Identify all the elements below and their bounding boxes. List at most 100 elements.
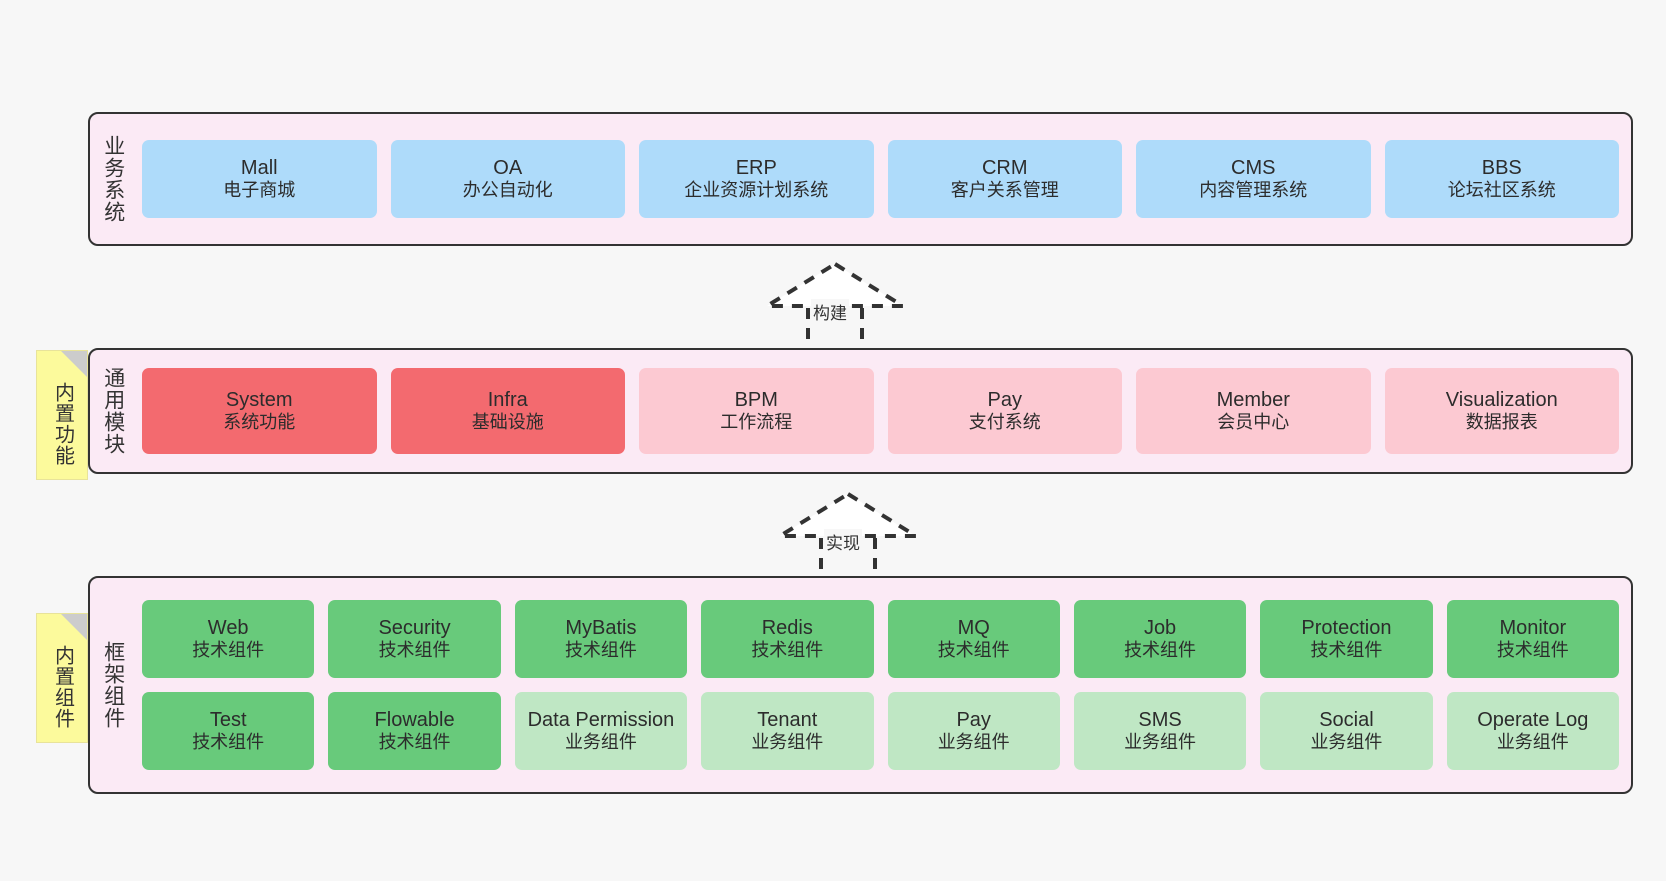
node-subtitle: 业务组件: [937, 732, 1010, 753]
sticky-fold-icon: [61, 614, 87, 640]
layer-business-systems: 业务系统 Mall 电子商城 OA 办公自动化 ERP 企业资源计划系统 CRM…: [88, 112, 1633, 246]
node-subtitle: 支付系统: [968, 412, 1041, 433]
node-mall[interactable]: Mall 电子商城: [142, 140, 377, 218]
sticky-note-text: 内置功能: [51, 382, 74, 466]
node-bpm[interactable]: BPM 工作流程: [639, 368, 874, 454]
node-title: Test: [209, 708, 247, 731]
layer-common-modules: 通用模块 System 系统功能 Infra 基础设施 BPM 工作流程 Pay…: [88, 348, 1633, 474]
sticky-note-builtin-components: 内置组件: [36, 613, 88, 743]
node-test[interactable]: Test 技术组件: [142, 692, 315, 770]
node-title: Job: [1143, 616, 1177, 639]
node-subtitle: 企业资源计划系统: [684, 180, 829, 201]
node-title: Social: [1319, 708, 1374, 731]
node-crm[interactable]: CRM 客户关系管理: [887, 140, 1122, 218]
sticky-note-text: 内置组件: [51, 645, 74, 729]
connector-build-label: 构建: [811, 299, 849, 324]
node-subtitle: 技术组件: [378, 732, 451, 753]
node-tenant[interactable]: Tenant 业务组件: [701, 692, 874, 770]
node-data-permission[interactable]: Data Permission 业务组件: [514, 692, 688, 770]
node-title: Web: [207, 616, 249, 639]
node-infra[interactable]: Infra 基础设施: [390, 368, 625, 454]
node-title: Flowable: [374, 708, 455, 731]
node-subtitle: 技术组件: [192, 732, 265, 753]
node-title: Visualization: [1445, 388, 1558, 411]
node-social[interactable]: Social 业务组件: [1260, 692, 1433, 770]
node-subtitle: 办公自动化: [462, 180, 553, 201]
node-system[interactable]: System 系统功能: [142, 368, 377, 454]
node-subtitle: 内容管理系统: [1199, 180, 1308, 201]
node-web[interactable]: Web 技术组件: [142, 600, 315, 678]
layer-business-systems-items: Mall 电子商城 OA 办公自动化 ERP 企业资源计划系统 CRM 客户关系…: [136, 114, 1631, 244]
node-oa[interactable]: OA 办公自动化: [390, 140, 625, 218]
node-erp[interactable]: ERP 企业资源计划系统: [639, 140, 874, 218]
node-subtitle: 业务组件: [1496, 732, 1569, 753]
node-bbs[interactable]: BBS 论坛社区系统: [1384, 140, 1619, 218]
node-title: Operate Log: [1477, 708, 1589, 731]
node-title: MyBatis: [565, 616, 637, 639]
node-subtitle: 业务组件: [751, 732, 824, 753]
node-subtitle: 会员中心: [1217, 412, 1290, 433]
node-subtitle: 业务组件: [1124, 732, 1197, 753]
node-title: Infra: [487, 388, 528, 411]
node-monitor[interactable]: Monitor 技术组件: [1446, 600, 1619, 678]
connector-implement-label: 实现: [824, 529, 862, 554]
node-subtitle: 客户关系管理: [950, 180, 1059, 201]
node-operate-log[interactable]: Operate Log 业务组件: [1446, 692, 1619, 770]
node-title: Protection: [1301, 616, 1392, 639]
node-title: BBS: [1481, 156, 1522, 179]
node-cms[interactable]: CMS 内容管理系统: [1136, 140, 1371, 218]
node-subtitle: 技术组件: [378, 640, 451, 661]
node-subtitle: 业务组件: [1310, 732, 1383, 753]
node-title: Security: [378, 616, 451, 639]
node-title: Tenant: [757, 708, 818, 731]
node-subtitle: 技术组件: [937, 640, 1010, 661]
node-subtitle: 系统功能: [223, 412, 296, 433]
node-member[interactable]: Member 会员中心: [1136, 368, 1371, 454]
node-subtitle: 技术组件: [192, 640, 265, 661]
node-title: CMS: [1231, 156, 1276, 179]
node-title: BPM: [734, 388, 778, 411]
node-title: Pay: [987, 388, 1022, 411]
node-title: Monitor: [1499, 616, 1567, 639]
node-redis[interactable]: Redis 技术组件: [701, 600, 874, 678]
node-title: MQ: [957, 616, 990, 639]
node-mq[interactable]: MQ 技术组件: [887, 600, 1060, 678]
node-title: Mall: [240, 156, 278, 179]
layer-framework-components: 框架组件 Web 技术组件 Security 技术组件 MyBatis 技术组件…: [88, 576, 1633, 794]
node-title: CRM: [981, 156, 1028, 179]
node-title: OA: [493, 156, 523, 179]
node-title: System: [225, 388, 293, 411]
connector-implement: 实现: [768, 488, 928, 578]
sticky-fold-icon: [61, 351, 87, 377]
node-subtitle: 技术组件: [1124, 640, 1197, 661]
node-job[interactable]: Job 技术组件: [1073, 600, 1247, 678]
node-sms[interactable]: SMS 业务组件: [1073, 692, 1247, 770]
node-mybatis[interactable]: MyBatis 技术组件: [514, 600, 688, 678]
node-title: SMS: [1138, 708, 1182, 731]
component-row-business: Test 技术组件 Flowable 技术组件 Data Permission …: [142, 692, 1619, 770]
component-row-technical: Web 技术组件 Security 技术组件 MyBatis 技术组件 Redi…: [142, 600, 1619, 678]
connector-build: 构建: [755, 258, 915, 348]
node-subtitle: 基础设施: [471, 412, 544, 433]
node-security[interactable]: Security 技术组件: [328, 600, 501, 678]
layer-framework-components-title: 框架组件: [101, 641, 125, 729]
layer-business-systems-title: 业务系统: [101, 135, 125, 223]
node-title: Pay: [956, 708, 991, 731]
node-protection[interactable]: Protection 技术组件: [1260, 600, 1433, 678]
node-pay-module[interactable]: Pay 支付系统: [887, 368, 1122, 454]
sticky-note-builtin-functions: 内置功能: [36, 350, 88, 480]
layer-common-modules-title: 通用模块: [101, 367, 125, 455]
node-visualization[interactable]: Visualization 数据报表: [1384, 368, 1619, 454]
node-subtitle: 数据报表: [1465, 412, 1538, 433]
node-title: ERP: [735, 156, 777, 179]
node-subtitle: 电子商城: [223, 180, 296, 201]
layer-common-modules-items: System 系统功能 Infra 基础设施 BPM 工作流程 Pay 支付系统…: [136, 350, 1631, 472]
node-subtitle: 工作流程: [720, 412, 793, 433]
node-pay-component[interactable]: Pay 业务组件: [887, 692, 1060, 770]
node-subtitle: 技术组件: [564, 640, 637, 661]
layer-framework-components-items: Web 技术组件 Security 技术组件 MyBatis 技术组件 Redi…: [136, 578, 1631, 792]
node-flowable[interactable]: Flowable 技术组件: [328, 692, 501, 770]
node-title: Redis: [761, 616, 813, 639]
node-subtitle: 技术组件: [751, 640, 824, 661]
